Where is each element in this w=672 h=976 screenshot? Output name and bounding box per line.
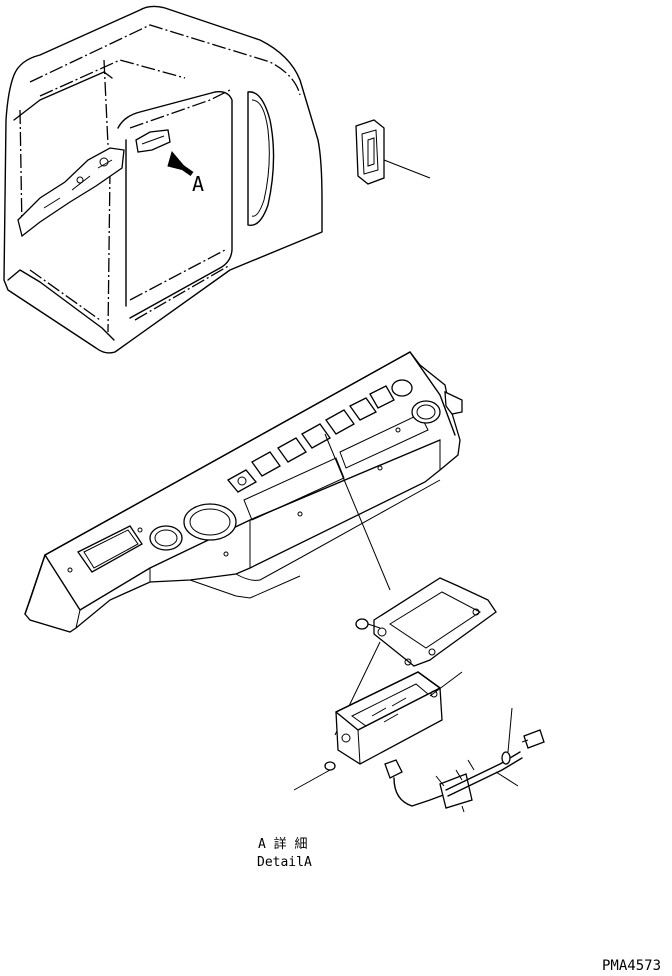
- operator-cab: [3, 5, 323, 354]
- detail-caption-japanese: A 詳 細: [258, 836, 307, 852]
- wiring-harness: [384, 707, 545, 813]
- drawing-number: PMA4573: [602, 958, 661, 974]
- switch-cover-part: [355, 119, 431, 185]
- mounting-bracket: [334, 577, 497, 736]
- detail-caption: DetailA: [257, 855, 312, 870]
- console-panel: [24, 351, 463, 633]
- control-module: [293, 671, 463, 791]
- view-marker-label: A: [192, 172, 204, 196]
